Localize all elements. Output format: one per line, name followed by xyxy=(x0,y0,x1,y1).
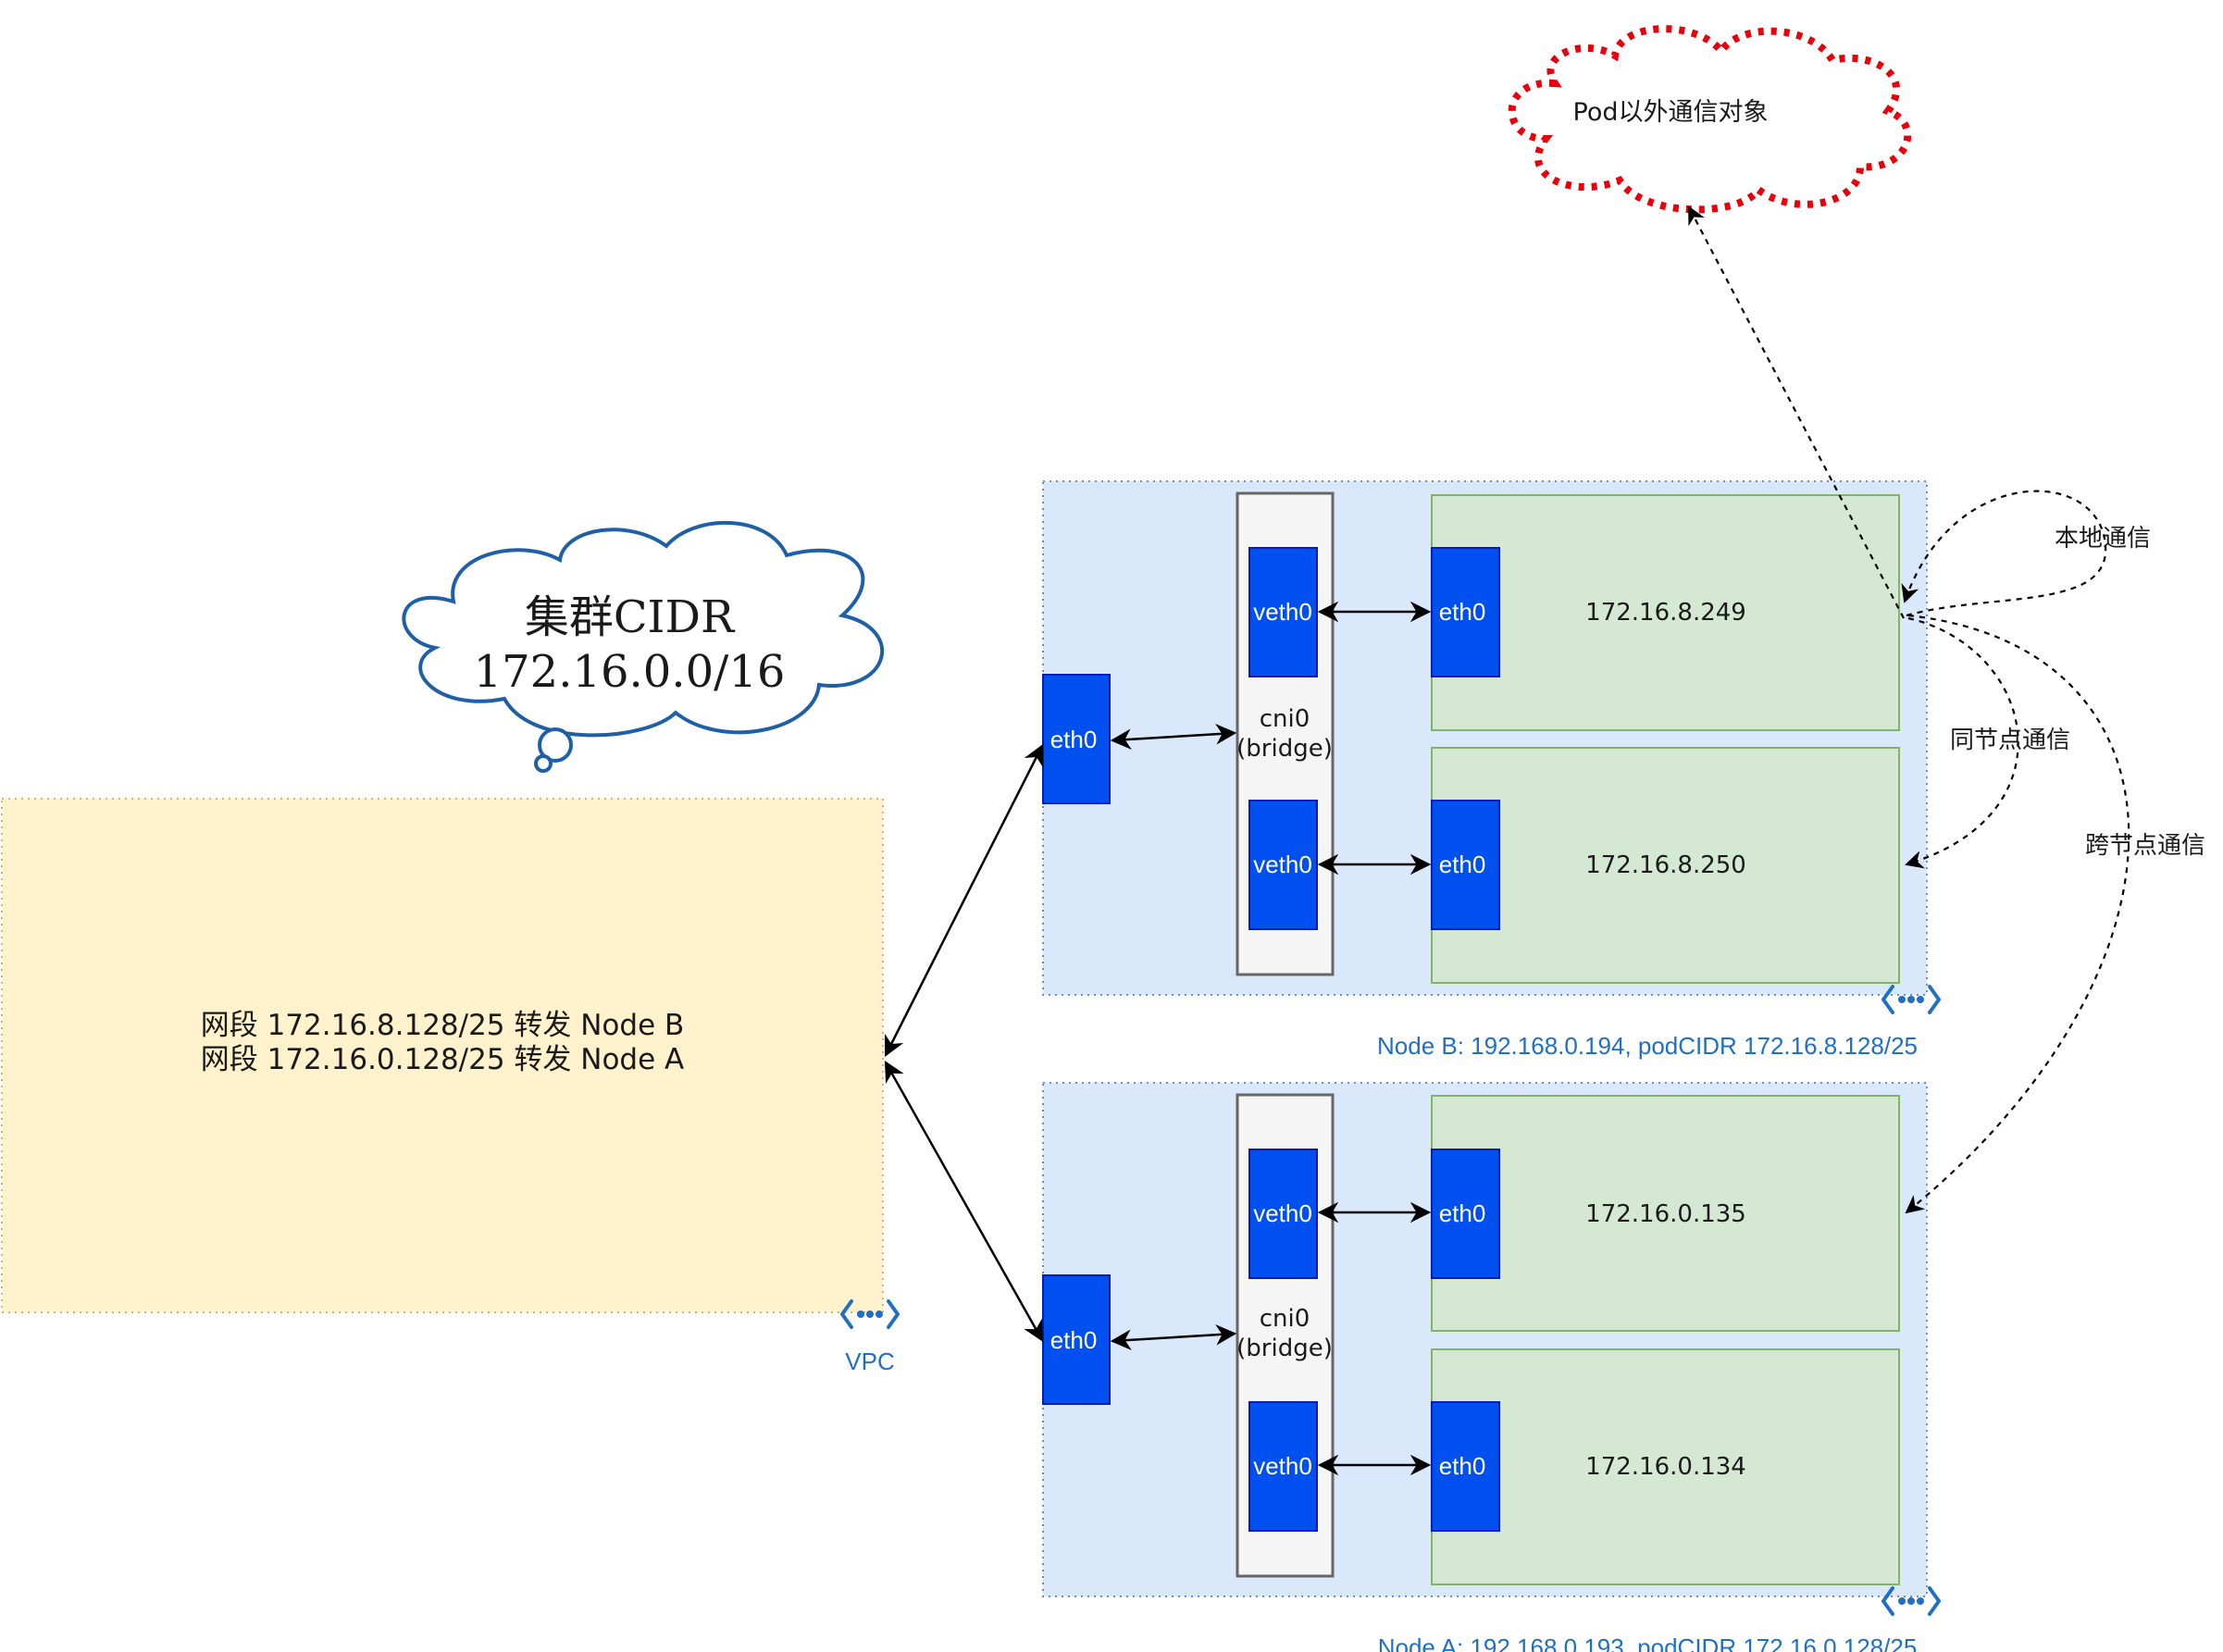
vpc-node-b-link xyxy=(884,743,1044,1058)
vpc-icon xyxy=(840,1299,900,1329)
node-b-pod-top-eth0 xyxy=(1431,547,1500,677)
node-b-pod-bottom xyxy=(1431,747,1900,984)
node-a-caption: Node A: 192.168.0.193, podCIDR 172.16.0.… xyxy=(1378,1633,1918,1652)
cluster-cidr-title: 集群CIDR xyxy=(525,591,736,643)
node-a-veth-bottom xyxy=(1248,1401,1318,1532)
node-a-pod-top-ip: 172.16.0.135 xyxy=(1585,1200,1746,1228)
node-a-eth0 xyxy=(1042,1274,1111,1405)
node-b-eth0-label: eth0 xyxy=(1050,726,1098,753)
node-b-veth-top-label: veth0 xyxy=(1253,598,1312,626)
cross-node-comm-arrow xyxy=(1905,614,2130,1214)
same-node-comm-label: 同节点通信 xyxy=(1950,727,2070,754)
node-a-veth-top xyxy=(1248,1149,1318,1279)
vpc-route-2: 网段 172.16.0.128/25 转发 Node A xyxy=(201,1043,685,1076)
node-b-veth-bottom-label: veth0 xyxy=(1253,851,1312,878)
node-a-pod-top-eth0-label: eth0 xyxy=(1439,1199,1486,1227)
node-a-eth0-label: eth0 xyxy=(1050,1326,1098,1354)
node-a-pod-top xyxy=(1431,1095,1900,1332)
node-b-pod-bottom-eth0 xyxy=(1431,800,1500,930)
node-b-bridge-name: cni0 xyxy=(1260,705,1310,733)
cluster-cidr-cloud: 集群CIDR 172.16.0.0/16 xyxy=(402,521,885,773)
vpc-route-1: 网段 172.16.8.128/25 转发 Node B xyxy=(201,1009,685,1042)
node-b-pod-top-ip: 172.16.8.249 xyxy=(1585,599,1746,627)
node-a-pod-bottom-eth0-label: eth0 xyxy=(1439,1452,1486,1480)
node-a-bridge-type: (bridge) xyxy=(1236,1335,1333,1362)
node-b-pod-top-eth0-label: eth0 xyxy=(1439,598,1486,626)
node-b: cni0 (bridge) eth0 veth0 veth0 eth0 172.… xyxy=(1042,480,1928,996)
node-b-caption: Node B: 192.168.0.194, podCIDR 172.16.8.… xyxy=(1377,1032,1918,1060)
node-b-icon xyxy=(1881,985,1941,1014)
local-comm-label: 本地通信 xyxy=(2055,525,2151,553)
node-b-veth-bottom xyxy=(1248,800,1318,930)
local-comm-arrow xyxy=(1901,490,2107,617)
node-b-veth-top xyxy=(1248,547,1318,677)
cross-node-comm-label: 跨节点通信 xyxy=(2085,832,2205,860)
node-a-veth-top-label: veth0 xyxy=(1253,1199,1312,1227)
node-a-pod-bottom-ip: 172.16.0.134 xyxy=(1585,1453,1746,1481)
node-a-icon xyxy=(1881,1586,1941,1616)
node-b-pod-bottom-ip: 172.16.8.250 xyxy=(1585,851,1746,879)
node-a-pod-bottom xyxy=(1431,1348,1900,1585)
node-b-pod-top xyxy=(1431,494,1900,731)
external-target-cloud: Pod以外通信对象 xyxy=(1508,25,1912,214)
node-a: cni0 (bridge) eth0 veth0 veth0 eth0 172.… xyxy=(1042,1082,1928,1597)
node-a-bridge-name: cni0 xyxy=(1260,1305,1310,1333)
vpc-label: VPC xyxy=(845,1348,894,1375)
node-b-bridge-type: (bridge) xyxy=(1236,735,1333,763)
node-b-pod-bottom-eth0-label: eth0 xyxy=(1439,851,1486,878)
external-target-label: Pod以外通信对象 xyxy=(1573,98,1769,127)
vpc-node-a-link xyxy=(884,1061,1044,1342)
same-node-comm-arrow xyxy=(1905,616,2019,869)
node-a-pod-bottom-eth0 xyxy=(1431,1401,1500,1532)
node-a-veth-bottom-label: veth0 xyxy=(1253,1452,1312,1480)
cluster-cidr-value: 172.16.0.0/16 xyxy=(474,646,786,698)
node-a-pod-top-eth0 xyxy=(1431,1149,1500,1279)
vpc-area: 网段 172.16.8.128/25 转发 Node B 网段 172.16.0… xyxy=(1,798,884,1313)
node-b-eth0 xyxy=(1042,674,1111,804)
